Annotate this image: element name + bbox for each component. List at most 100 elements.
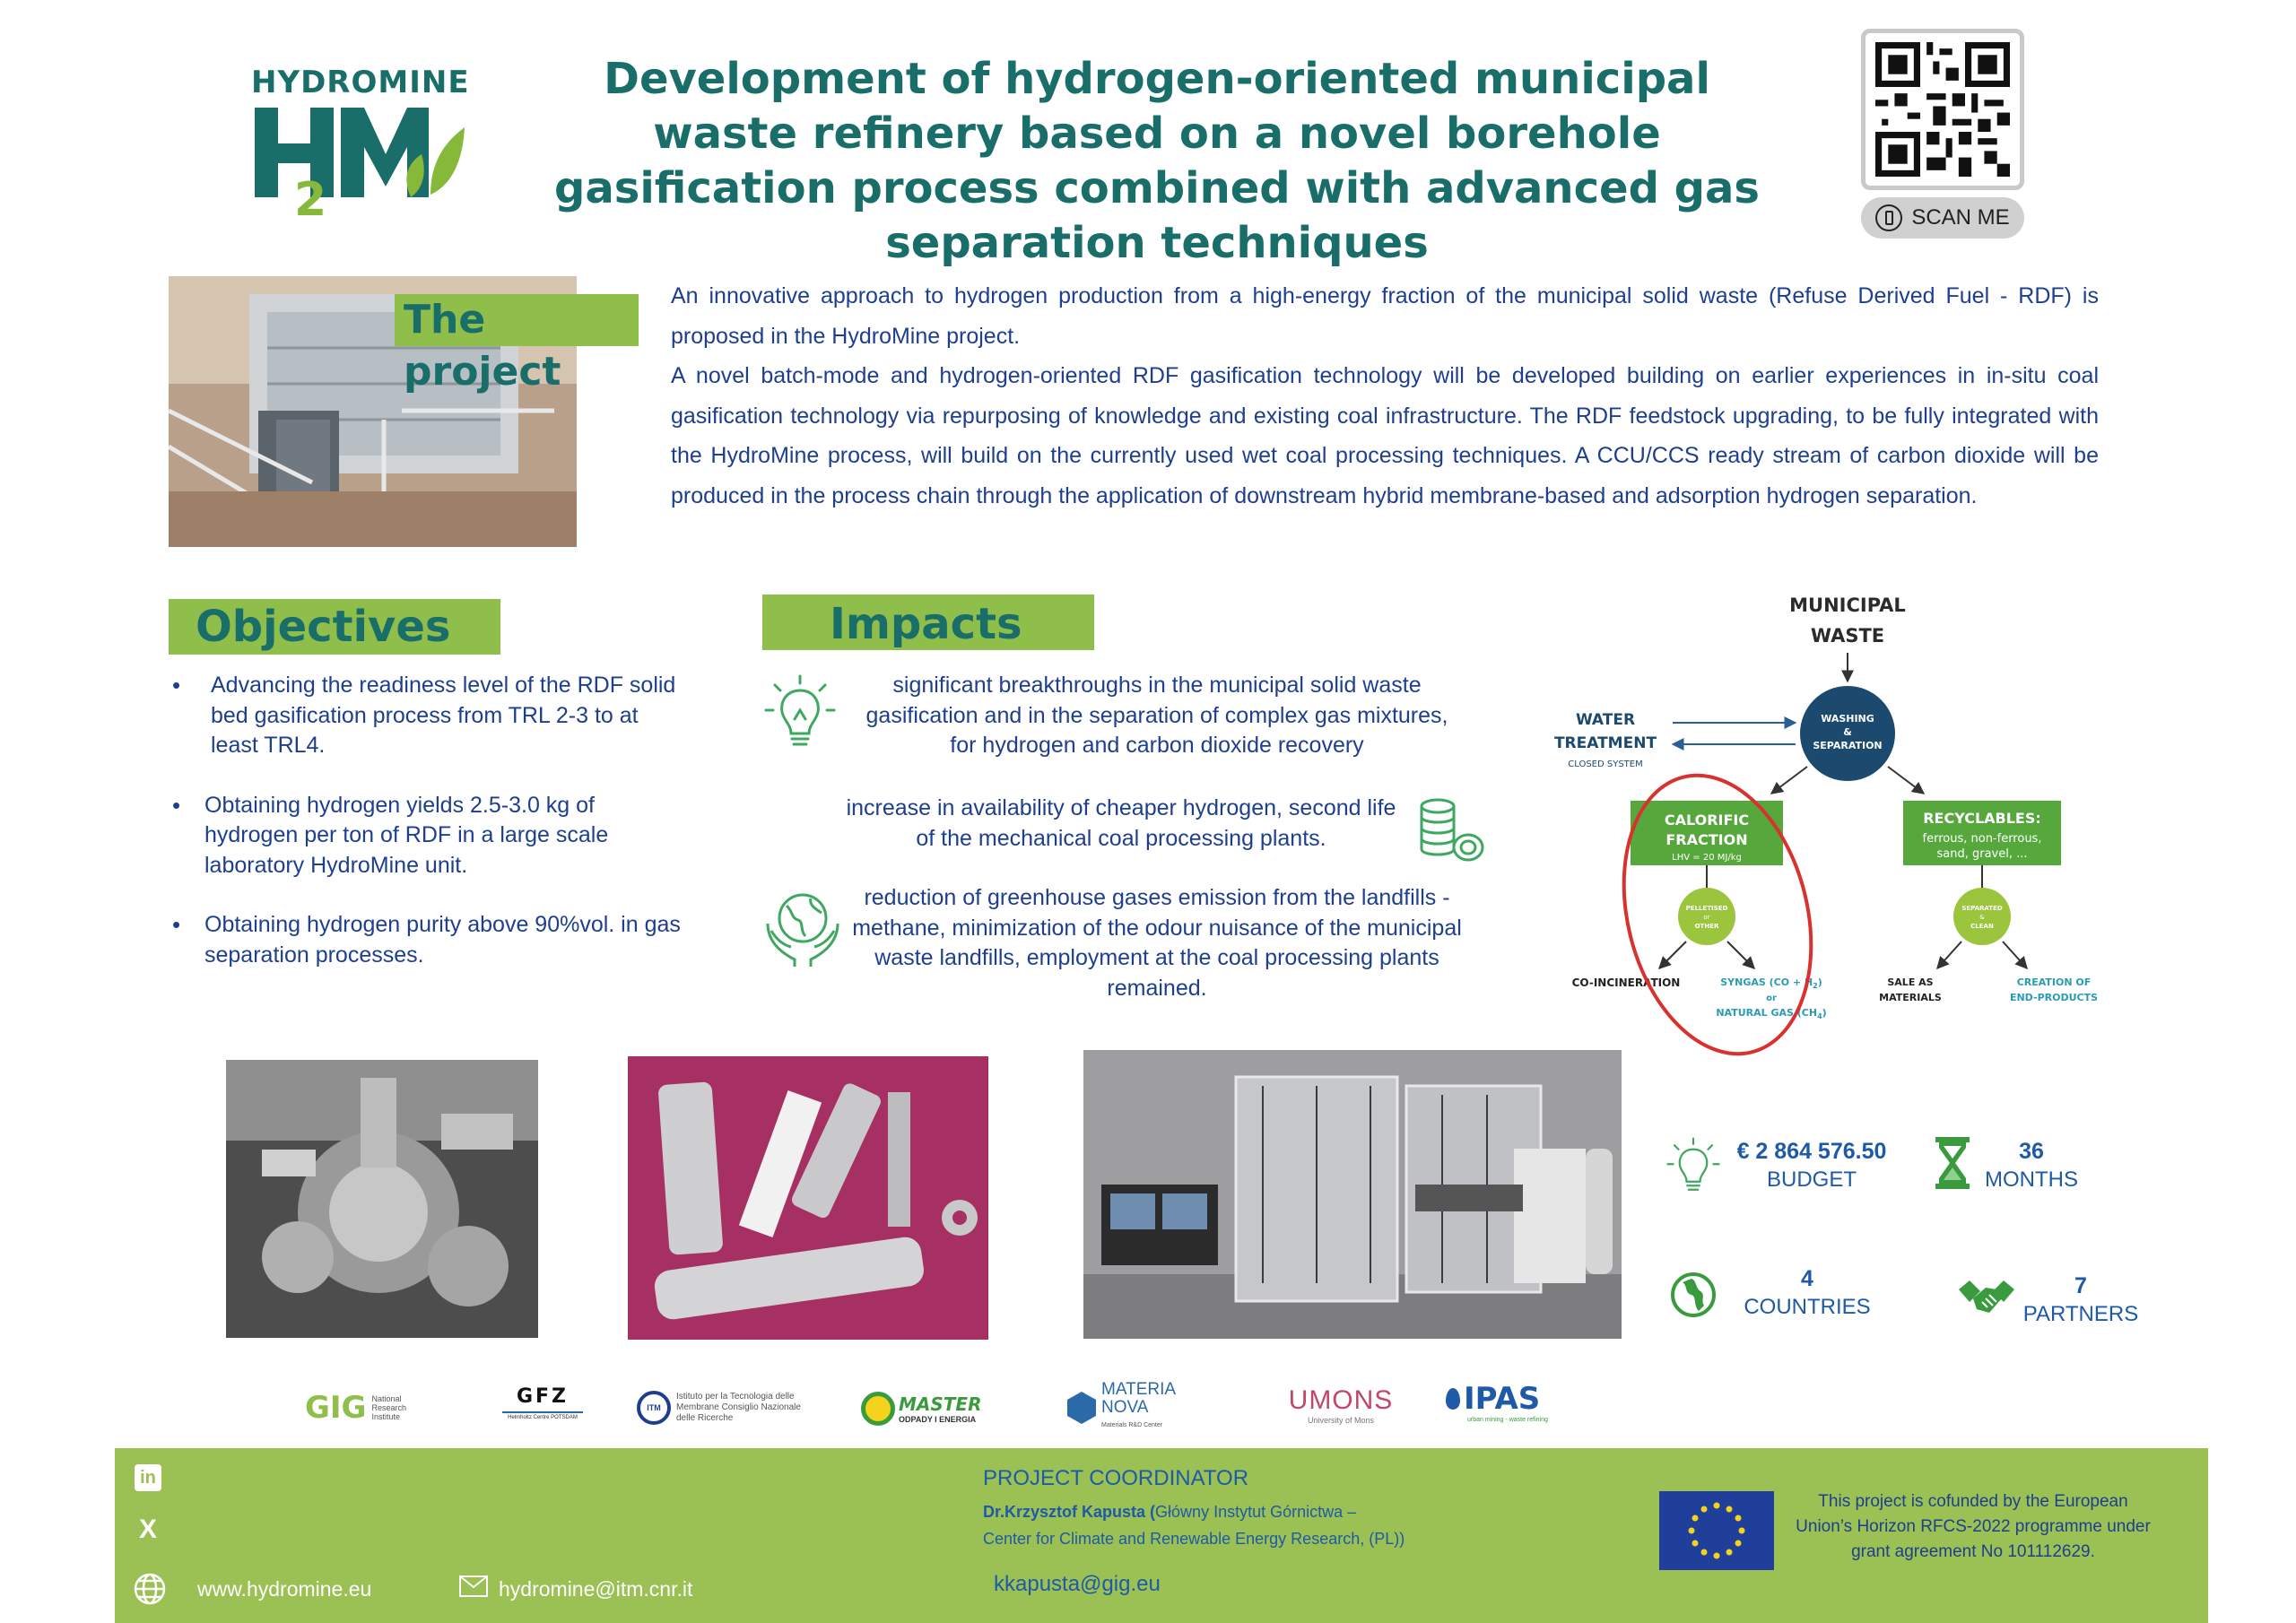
diagram-recyclables-box bbox=[1903, 801, 2061, 865]
partners-label: PARTNERS bbox=[2022, 1302, 2139, 1326]
svg-text:CLEAN: CLEAN bbox=[1970, 923, 1994, 930]
impact-item: significant breakthroughs in the municip… bbox=[865, 673, 1448, 758]
diagram-municipal-waste: MUNICIPAL bbox=[1789, 595, 1906, 616]
coordinator-name: Dr.Krzysztof Kapusta ( bbox=[983, 1503, 1156, 1521]
svg-text:sand, gravel, ...: sand, gravel, ... bbox=[1936, 847, 2027, 861]
diagram-sale-as-materials: SALE AS bbox=[1887, 976, 1933, 988]
ipas-drop-icon bbox=[1446, 1388, 1460, 1410]
linkedin-icon[interactable]: in bbox=[135, 1464, 161, 1491]
diagram-pelletised-node bbox=[1678, 888, 1735, 945]
coordinator-org: Główny Instytut Górnictwa – bbox=[1155, 1503, 1357, 1521]
scan-me-badge[interactable]: SCAN ME bbox=[1861, 197, 2024, 239]
globe-web-icon bbox=[134, 1573, 166, 1605]
svg-text:ferrous, non-ferrous,: ferrous, non-ferrous, bbox=[1923, 832, 2042, 846]
svg-text:SEPARATED: SEPARATED bbox=[1961, 905, 2003, 912]
project-facility-photo bbox=[167, 276, 577, 547]
svg-text:or: or bbox=[1766, 994, 1777, 1003]
diagram-creation-of-end-products: CREATION OF bbox=[2017, 976, 2092, 988]
project-paragraph-1: An innovative approach to hydrogen produ… bbox=[671, 283, 2099, 349]
website-link[interactable]: www.hydromine.eu bbox=[197, 1577, 372, 1601]
months-label: MONTHS bbox=[1985, 1167, 2078, 1192]
hourglass-icon bbox=[1935, 1137, 1970, 1189]
svg-text:&: & bbox=[1979, 914, 1985, 921]
svg-text:MATERIALS: MATERIALS bbox=[1879, 992, 1942, 1003]
email-link[interactable]: hydromine@itm.cnr.it bbox=[499, 1577, 693, 1601]
svg-text:&: & bbox=[1843, 726, 1852, 738]
partner-logo-itm[interactable]: ITM Istituto per la Tecnologia delle Mem… bbox=[637, 1383, 816, 1433]
partner-logo-ipas[interactable]: IPAS urban mining - waste refining bbox=[1446, 1381, 1562, 1431]
partner-logo-gig[interactable]: GIG National Research Institute bbox=[305, 1390, 406, 1426]
coordinator-title: PROJECT COORDINATOR bbox=[983, 1466, 1249, 1490]
diagram-co-incineration: CO-INCINERATION bbox=[1572, 976, 1681, 989]
materia-nova-cube-icon bbox=[1067, 1392, 1096, 1424]
membrane-modules-photo bbox=[628, 1056, 988, 1340]
coordinator-email[interactable]: kkapusta@gig.eu bbox=[994, 1572, 1161, 1596]
countries-label: COUNTRIES bbox=[1744, 1295, 1871, 1319]
partner-logo-umons[interactable]: UMONS University of Mons bbox=[1288, 1385, 1394, 1425]
svg-text:WASTE: WASTE bbox=[1811, 625, 1884, 647]
svg-text:WASHING: WASHING bbox=[1821, 713, 1874, 725]
poster-title: Development of hydrogen-oriented municip… bbox=[554, 54, 1760, 268]
lab-equipment-photo bbox=[226, 1060, 538, 1338]
countries-value: 4 bbox=[1801, 1266, 1813, 1291]
coordinator-details: Dr.Krzysztof Kapusta (Główny Instytut Gó… bbox=[983, 1498, 1405, 1552]
svg-text:FRACTION: FRACTION bbox=[1665, 831, 1747, 848]
globe-icon bbox=[1671, 1272, 1716, 1317]
partner-logo-master[interactable]: MASTER ODPADY I ENERGIA bbox=[861, 1381, 987, 1436]
budget-value: € 2 864 576.50 bbox=[1736, 1139, 1887, 1164]
svg-text:SEPARATION: SEPARATION bbox=[1813, 740, 1882, 751]
diagram-highlight-ring bbox=[1622, 773, 1813, 1056]
qr-code-pattern bbox=[1875, 42, 2010, 177]
svg-text:NATURAL GAS (CH4): NATURAL GAS (CH4) bbox=[1716, 1007, 1826, 1020]
coordinator-org-line2: Center for Climate and Renewable Energy … bbox=[983, 1530, 1405, 1548]
objectives-heading: Objectives bbox=[169, 599, 500, 655]
svg-text:or: or bbox=[1703, 914, 1709, 921]
eu-funding-text: This project is cofunded by the European… bbox=[1796, 1492, 2151, 1561]
budget-label: BUDGET bbox=[1766, 1167, 1857, 1192]
diagram-syngas: SYNGAS (CO + H2) bbox=[1720, 976, 1822, 990]
diagram-separated-node bbox=[1953, 888, 2011, 945]
scan-me-label: SCAN ME bbox=[1911, 205, 2010, 230]
project-paragraph-2: A novel batch-mode and hydrogen-oriented… bbox=[671, 363, 2099, 508]
svg-text:TREATMENT: TREATMENT bbox=[1554, 734, 1657, 752]
master-sun-icon bbox=[861, 1392, 895, 1426]
svg-text:CALORIFIC: CALORIFIC bbox=[1665, 812, 1749, 829]
hydromine-logo: HYDROMINE 2 bbox=[251, 65, 470, 221]
impacts-heading: Impacts bbox=[762, 595, 1094, 650]
x-twitter-icon[interactable]: X bbox=[138, 1515, 157, 1544]
lightbulb-icon bbox=[764, 674, 836, 746]
project-description: An innovative approach to hydrogen produ… bbox=[671, 276, 2099, 516]
handshake-icon bbox=[1959, 1280, 2014, 1313]
partner-logo-materia-nova[interactable]: MATERIA NOVA Materials R&D Center bbox=[1067, 1381, 1202, 1430]
diagram-washing-node bbox=[1800, 686, 1895, 781]
budget-lightbulb-icon bbox=[1666, 1137, 1720, 1191]
diagram-calorific-box bbox=[1631, 801, 1783, 865]
footer-bar: in X www.hydromine.eu hydromine@itm.cnr.… bbox=[115, 1448, 2208, 1623]
earth-hands-icon bbox=[766, 893, 839, 967]
project-heading: The project bbox=[395, 294, 639, 395]
svg-text:CLOSED SYSTEM: CLOSED SYSTEM bbox=[1568, 759, 1642, 769]
svg-text:LHV = 20 MJ/kg: LHV = 20 MJ/kg bbox=[1672, 853, 1742, 863]
months-value: 36 bbox=[2019, 1139, 2044, 1164]
qr-code[interactable] bbox=[1861, 29, 2024, 190]
logo-wordmark: HYDROMINE bbox=[251, 65, 470, 100]
eu-flag-icon bbox=[1659, 1491, 1774, 1570]
svg-text:PELLETISED: PELLETISED bbox=[1686, 905, 1728, 912]
objective-item: Obtaining hydrogen yields 2.5-3.0 kg of … bbox=[170, 791, 691, 881]
impact-item: reduction of greenhouse gases emission f… bbox=[852, 885, 1462, 1001]
diagram-water-treatment: WATER bbox=[1576, 711, 1635, 729]
svg-text:RECYCLABLES:: RECYCLABLES: bbox=[1923, 810, 2041, 827]
svg-text:2: 2 bbox=[294, 173, 326, 217]
coins-icon bbox=[1420, 798, 1484, 862]
gas-separation-rig-photo bbox=[1083, 1050, 1622, 1339]
partner-logo-gfz[interactable]: GFZ Helmholtz Centre POTSDAM bbox=[502, 1385, 583, 1430]
logo-h2m-mark: 2 bbox=[255, 108, 465, 217]
impact-item: increase in availability of cheaper hydr… bbox=[846, 795, 1396, 851]
envelope-icon bbox=[459, 1575, 488, 1597]
process-flow-diagram: MUNICIPAL WASTE WASHING & SEPARATION WAT… bbox=[1554, 595, 2098, 1056]
objectives-list: Advancing the readiness level of the RDF… bbox=[170, 671, 691, 1000]
objective-item: Advancing the readiness level of the RDF… bbox=[170, 671, 691, 761]
phone-icon bbox=[1875, 204, 1903, 231]
itm-emblem-icon: ITM bbox=[637, 1391, 671, 1425]
svg-text:OTHER: OTHER bbox=[1695, 923, 1719, 930]
